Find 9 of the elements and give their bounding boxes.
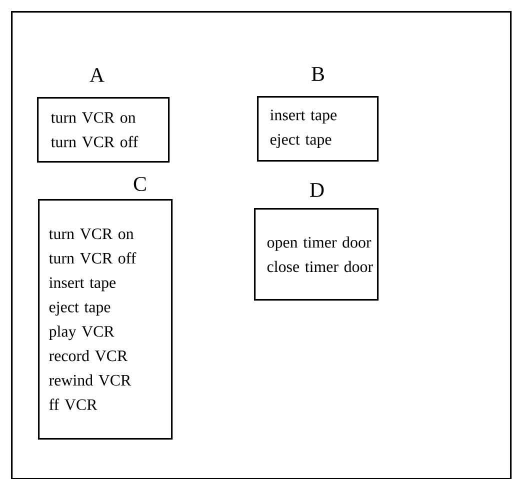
heading-label: D — [310, 183, 324, 197]
frame-box — [11, 11, 512, 479]
list-box: open timer door close timer door — [254, 208, 379, 301]
list-box: turn VCR on turn VCR off — [37, 97, 170, 163]
list-box: turn VCR on turn VCR off insert tape eject tape play VCR record VCR rewind VCR ff VCR — [38, 199, 173, 440]
heading-label: A — [90, 68, 104, 82]
heading-label: C — [134, 176, 146, 192]
heading-label: B — [312, 67, 324, 81]
list-box: insert tape eject tape — [257, 96, 379, 162]
